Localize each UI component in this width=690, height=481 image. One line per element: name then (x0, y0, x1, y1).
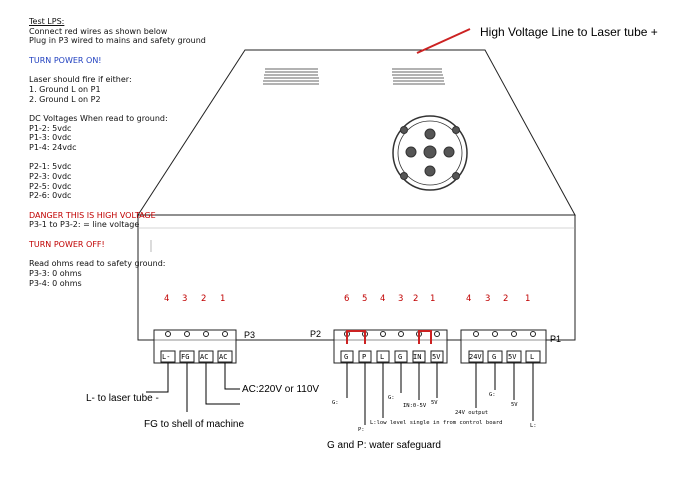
p2-pin-number: 4 (380, 294, 386, 304)
vent-slots-left (263, 68, 319, 85)
fire-step-1: 1. Ground L on P1 (29, 84, 101, 94)
p2-pin-number: 3 (398, 294, 404, 304)
psu-front-panel (137, 214, 576, 341)
ohms-heading: Read ohms read to safety ground: (29, 259, 166, 269)
p1-2-reading: P1-2: 5vdc (29, 123, 72, 133)
p2-connector (333, 329, 448, 364)
p1-pin-number: 4 (466, 294, 472, 304)
ac-input-label: AC:220V or 110V (242, 384, 320, 395)
p2-l-label: L:low level single in from control board (370, 420, 503, 426)
p1-5v-label: 5V (511, 402, 518, 408)
p2-5-reading: P2-5: 0vdc (29, 181, 72, 191)
p3-leads (146, 363, 240, 412)
p3-terminal: L- (162, 353, 171, 361)
p1-4-reading: P1-4: 24vdc (29, 142, 77, 152)
p2-3-reading: P2-3: 0vdc (29, 172, 72, 181)
p2-pin-number: 2 (413, 294, 419, 304)
p1-g-label: G: (489, 392, 496, 398)
p2-terminal: G (398, 353, 403, 361)
p3-pin-number: 4 (164, 294, 170, 304)
notes-intro-1: Connect red wires as shown below (29, 26, 168, 36)
p3-connector (153, 329, 237, 364)
p2-g1-label: G: (332, 400, 339, 406)
fire-step-2: 2. Ground L on P2 (29, 94, 101, 104)
p3-terminal: AC (200, 353, 209, 361)
p2-in-label: IN:0-5V (403, 403, 427, 409)
p2-terminal: 5V (432, 353, 441, 361)
p1-24v-label: 24V output (455, 410, 489, 416)
hv-line (416, 28, 471, 54)
p1-3-reading: P1-3: 0vdc (29, 133, 72, 143)
p1-leads (475, 363, 534, 421)
water-safeguard-label: G and P: water safeguard (327, 440, 441, 451)
p2-pin-number: 5 (362, 294, 368, 304)
p1-label: P1 (550, 334, 562, 344)
notes-title: Test LPS: (29, 17, 65, 26)
p1-terminal: 5V (508, 353, 517, 361)
test-instructions: Test LPS: Connect red wires as shown bel… (29, 17, 206, 288)
p3-terminal: AC (219, 353, 228, 361)
p2-jumper-wires (346, 330, 432, 344)
p2-g2-label: G: (388, 395, 395, 401)
turn-power-off: TURN POWER OFF! (29, 239, 105, 249)
laser-minus-label: L- to laser tube - (86, 393, 159, 404)
vent-slots-right (392, 68, 445, 85)
fire-heading: Laser should fire if either: (29, 75, 132, 85)
p2-6-reading: P2-6: 0vdc (29, 191, 72, 201)
fg-shell-label: FG to shell of machine (144, 419, 245, 430)
p1-connector (460, 329, 547, 364)
p1-l-label: L: (530, 423, 537, 429)
p1-pin-number: 1 (525, 294, 531, 304)
p3-3-reading: P3-3: 0 ohms (29, 268, 82, 278)
p2-1-reading: P2-1: 5vdc (29, 162, 72, 172)
notes-intro-2: Plug in P3 wired to mains and safety gro… (29, 36, 206, 46)
p2-pin-number: 6 (344, 294, 350, 304)
turn-power-on: TURN POWER ON! (29, 55, 102, 65)
p1-pin-number: 3 (485, 294, 491, 304)
p3-terminal: FG (181, 353, 190, 361)
p1-terminal: G (492, 353, 497, 361)
p2-terminal: G (344, 353, 349, 361)
danger-warning: DANGER THIS IS HIGH VOLTAGE (29, 210, 156, 220)
p2-label: P2 (310, 329, 322, 339)
p2-terminal: P (362, 353, 367, 361)
hv-label: High Voltage Line to Laser tube + (480, 25, 658, 39)
p2-5v-label: 5V (431, 400, 438, 406)
p1-terminal: 24V (469, 353, 482, 361)
dc-heading: DC Voltages When read to ground: (29, 113, 168, 123)
p3-pin-number: 1 (220, 294, 226, 304)
p2-terminal: IN (413, 353, 422, 361)
p3-pin-number: 2 (201, 294, 207, 304)
p2-pin-number: 1 (430, 294, 436, 304)
p2-leads (346, 363, 438, 425)
p2-terminal: L (380, 353, 385, 361)
fan-grille (392, 115, 468, 191)
p3-label: P3 (244, 330, 256, 340)
p3-line-voltage: P3-1 to P3-2: = line voltage (29, 220, 140, 230)
p3-pin-number: 3 (182, 294, 188, 304)
p1-terminal: L (530, 353, 535, 361)
p1-pin-number: 2 (503, 294, 509, 304)
p2-p-label: P: (358, 427, 365, 433)
p3-4-reading: P3-4: 0 ohms (29, 278, 82, 288)
